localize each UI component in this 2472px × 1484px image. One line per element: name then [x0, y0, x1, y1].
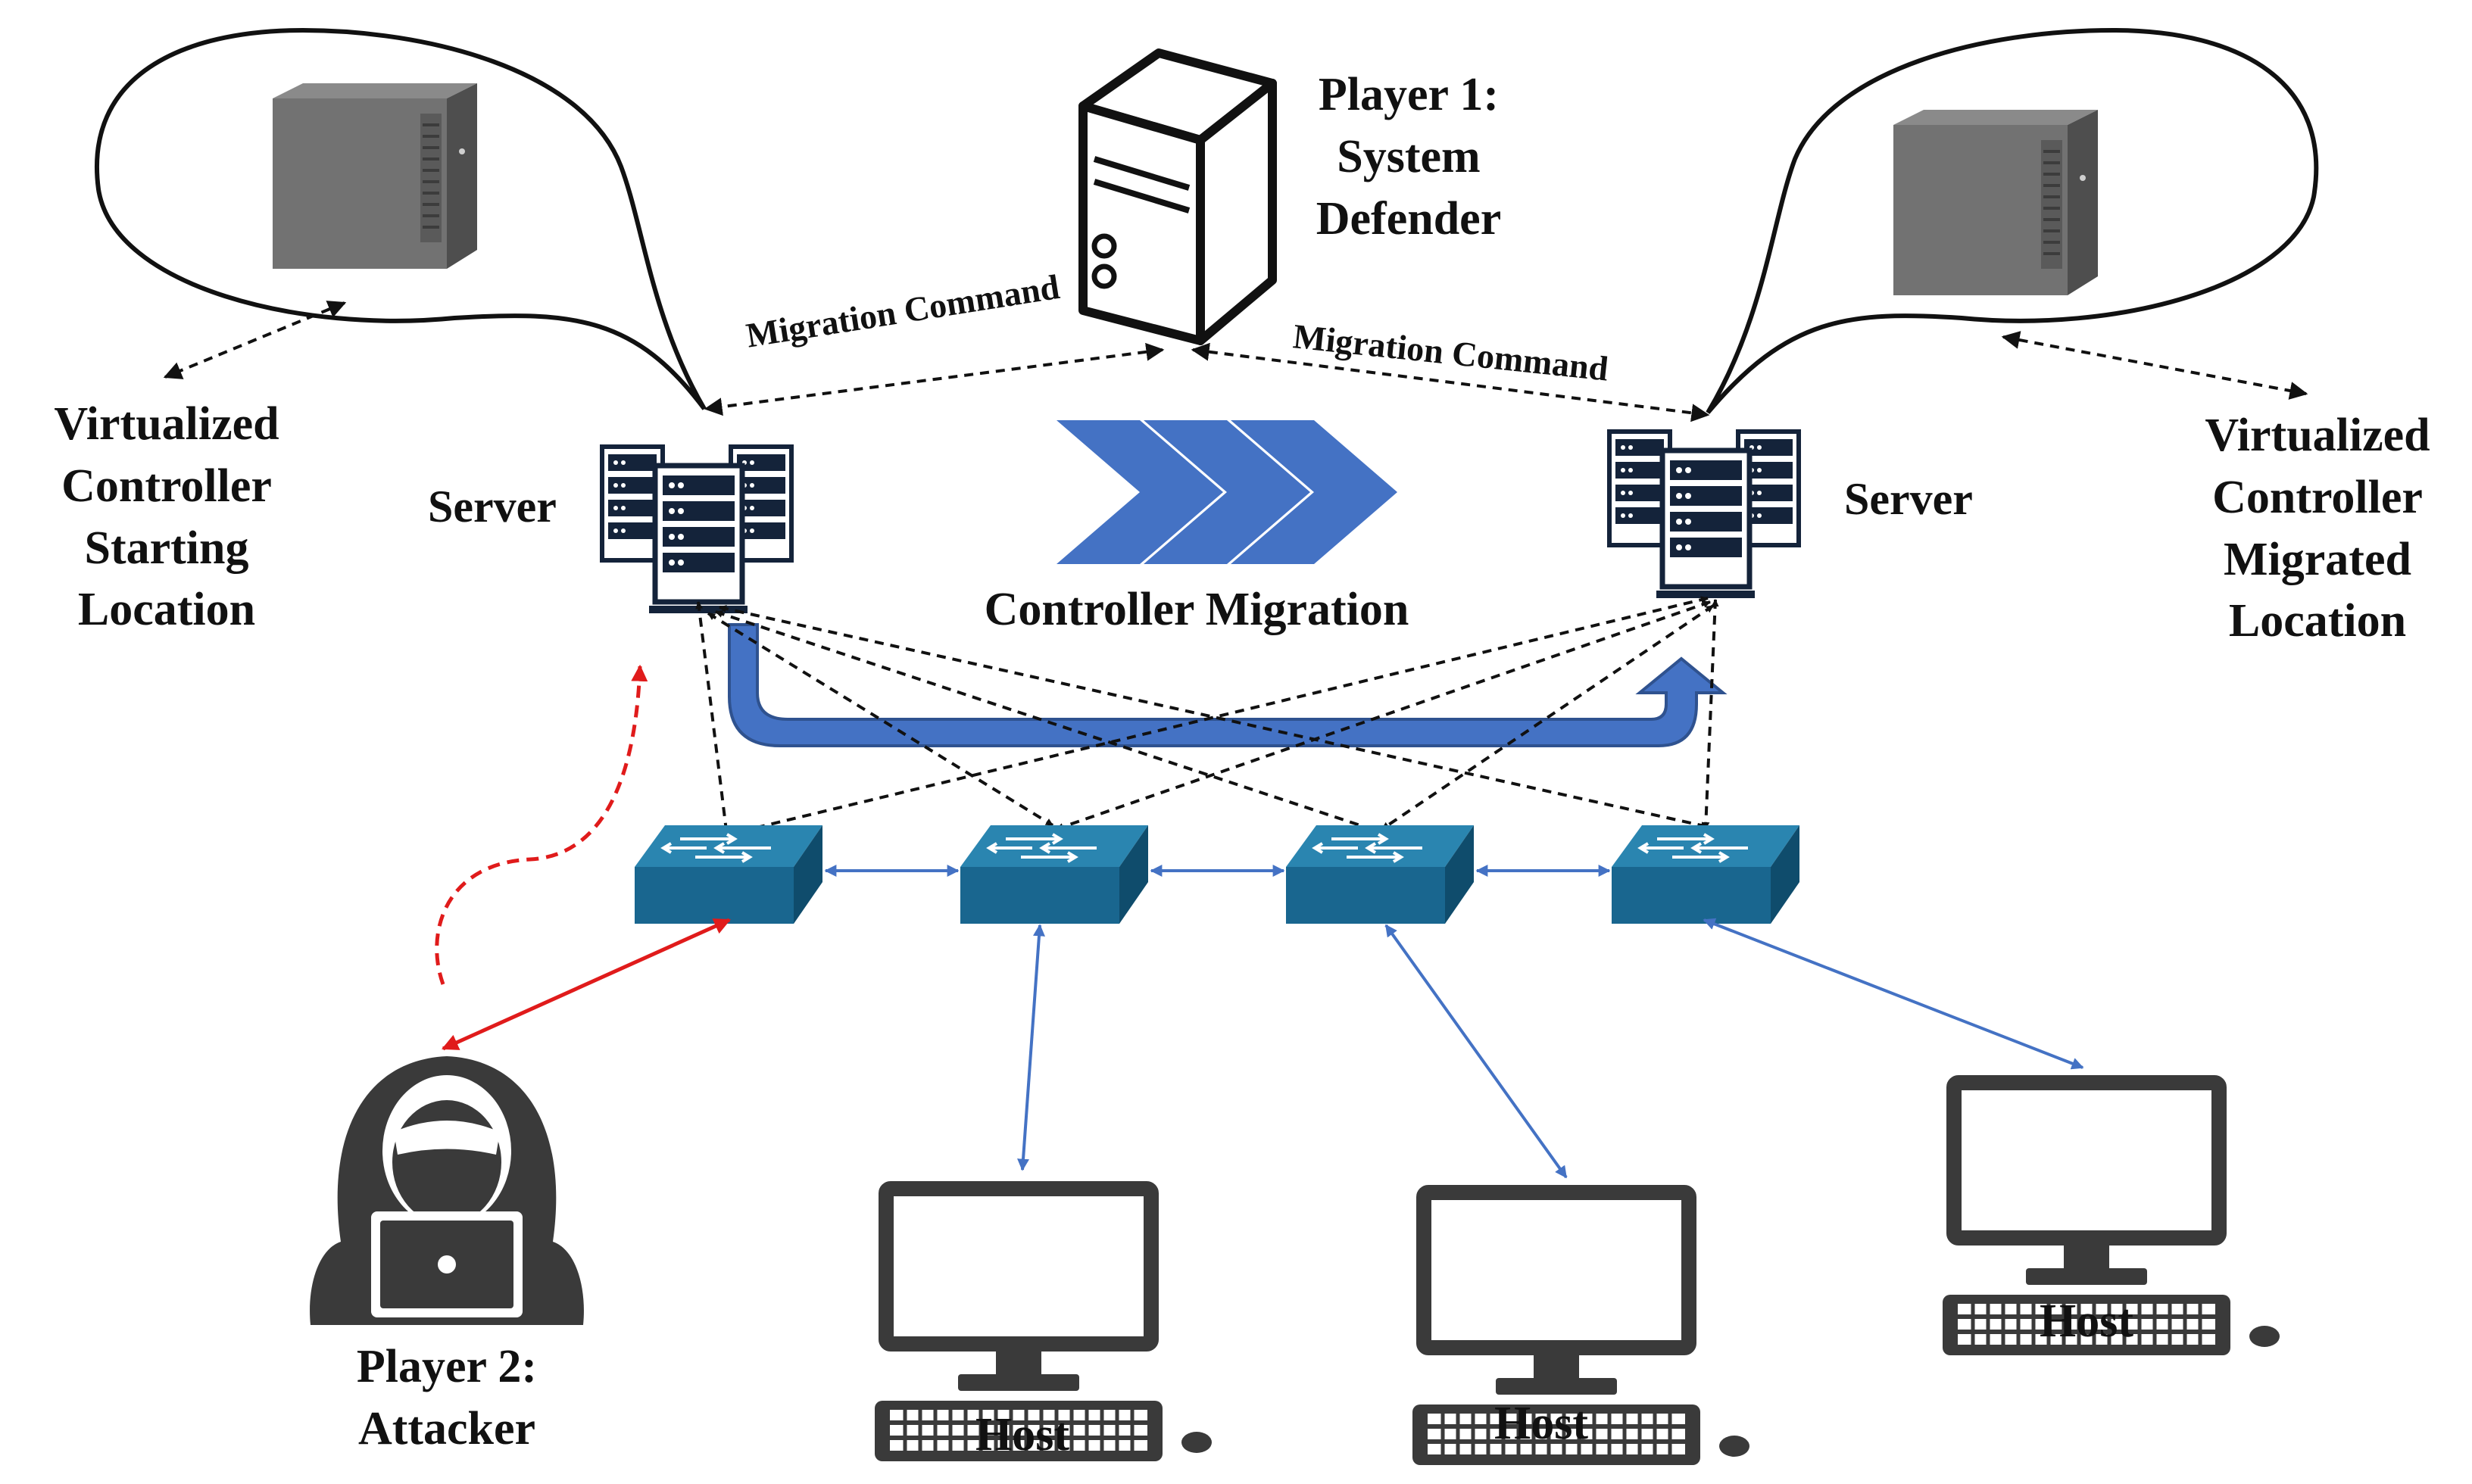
switch-2-icon	[959, 824, 1150, 925]
control-links	[695, 596, 1719, 837]
player2-line-1: Player 2:	[356, 1341, 538, 1392]
attacker-icon	[310, 1056, 584, 1325]
tower-starting-icon	[271, 82, 479, 270]
vc-migrated-line-3: Migrated	[2224, 533, 2411, 585]
host-3-label: Host	[2040, 1295, 2133, 1347]
server-left-label: Server	[428, 482, 557, 532]
switch-4-icon	[1610, 824, 1801, 925]
vc-migrated-line-4: Location	[2228, 595, 2407, 647]
bubble-right	[1706, 27, 2319, 414]
attack-path	[435, 664, 648, 985]
controller-migration-label: Controller Migration	[984, 584, 1409, 635]
player2-line-2: Attacker	[357, 1402, 536, 1454]
defender-tower-icon	[1078, 48, 1277, 345]
player1-line-2: System	[1337, 130, 1481, 182]
host-1-label: Host	[975, 1409, 1069, 1461]
migration-command-right-arrow	[1191, 342, 1710, 422]
switch-1-icon	[633, 824, 824, 925]
host-2-label: Host	[1494, 1398, 1588, 1449]
vc-start-line-4: Location	[77, 584, 256, 636]
host-links	[1017, 918, 2084, 1179]
vc-start-arrow	[163, 301, 347, 379]
attack-link	[441, 918, 732, 1051]
player2-label: Player 2: Attacker	[318, 1336, 576, 1461]
vc-start-line-3: Starting	[84, 522, 249, 574]
vc-migrated-arrow	[2001, 331, 2308, 400]
vc-migrated-line-2: Controller	[2212, 471, 2423, 523]
server-right-label: Server	[1844, 474, 1973, 524]
migration-command-left-arrow	[704, 342, 1165, 416]
vc-start-line-2: Controller	[61, 460, 272, 512]
tower-migrated-icon	[1892, 108, 2099, 297]
switch-3-icon	[1284, 824, 1475, 925]
migration-chevrons	[1057, 420, 1397, 564]
vc-migrated-line-1: Virtualized	[2205, 410, 2430, 461]
player1-label: Player 1: System Defender	[1306, 64, 1511, 250]
server-right-icon	[1609, 432, 1799, 598]
vc-start-label: Virtualized Controller Starting Location	[23, 394, 311, 641]
server-left-icon	[602, 447, 791, 613]
player1-line-3: Defender	[1316, 192, 1502, 245]
vc-migrated-label: Virtualized Controller Migrated Location	[2174, 405, 2461, 653]
bubble-left	[95, 27, 707, 410]
vc-start-line-1: Virtualized	[54, 398, 279, 450]
player1-line-1: Player 1:	[1318, 69, 1500, 120]
